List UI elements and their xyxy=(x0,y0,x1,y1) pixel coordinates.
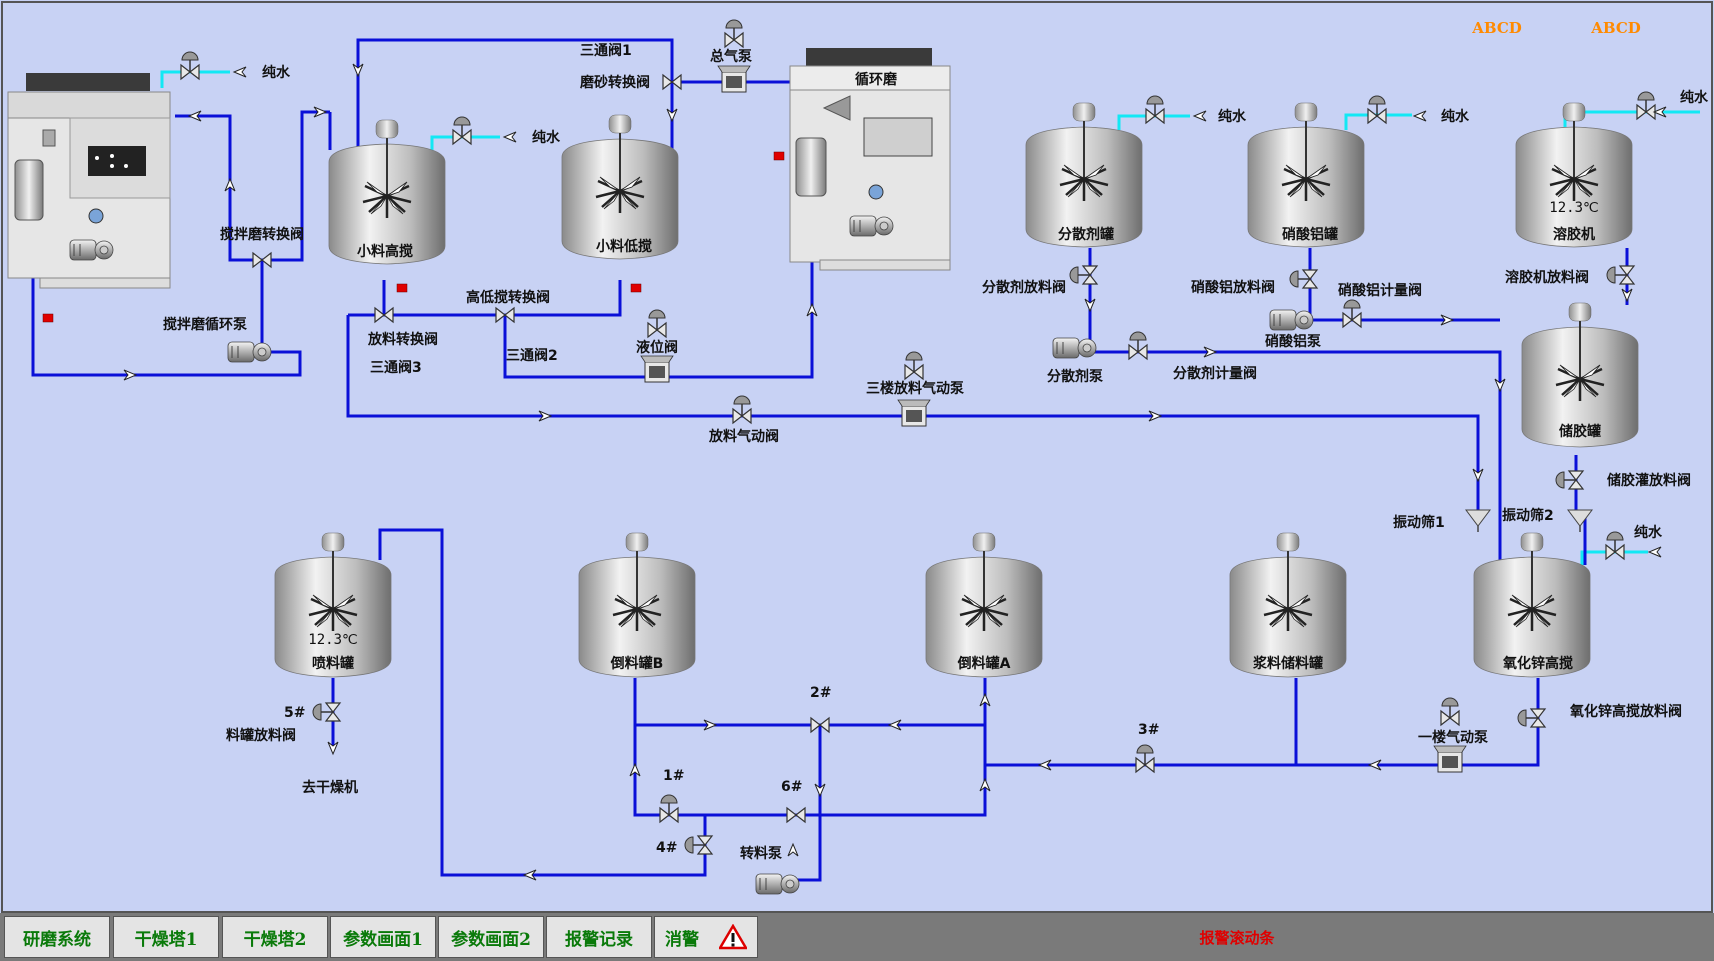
nav-dryer1-button[interactable]: 干燥塔1 xyxy=(113,916,219,958)
valve-1[interactable] xyxy=(659,794,679,823)
stirring-mill[interactable] xyxy=(7,73,171,323)
valve-disp-discharge[interactable] xyxy=(1069,265,1098,285)
nav-params1-button[interactable]: 参数画面1 xyxy=(330,916,436,958)
label-discharge-air-valve: 放料气动阀 xyxy=(708,428,779,445)
label-valve-2: 2# xyxy=(810,685,831,701)
tank-pour-b-label: 倒料罐B xyxy=(610,655,664,672)
circulation-mill[interactable]: 循环磨 xyxy=(773,48,951,271)
tank-small-high-label: 小料高搅 xyxy=(357,243,413,260)
label-valve-4: 4# xyxy=(656,840,677,856)
tank-spray-label: 喷料罐 xyxy=(312,655,354,672)
valve-zinc-discharge[interactable] xyxy=(1517,708,1546,728)
label-three-way-2: 三通阀2 xyxy=(506,347,558,364)
tank-zinc-label: 氧化锌高搅 xyxy=(1502,655,1573,672)
valve-3[interactable] xyxy=(1135,744,1155,773)
label-disp-meter: 分散剂计量阀 xyxy=(1173,365,1257,382)
nav-params2-button[interactable]: 参数画面2 xyxy=(438,916,544,958)
water-valve-zinc[interactable] xyxy=(1605,531,1625,560)
label-stir-mill-switch: 搅拌磨转换阀 xyxy=(220,226,304,243)
tank-gel[interactable] xyxy=(1514,101,1634,249)
valve-6[interactable] xyxy=(786,807,806,823)
tank-small-high[interactable] xyxy=(327,118,447,266)
water-valve-small-high[interactable] xyxy=(452,116,472,145)
screen-1[interactable] xyxy=(1465,509,1491,533)
alarm-scroll-bar: 报警滚动条 xyxy=(1199,928,1275,947)
label-to-dryer: 去干燥机 xyxy=(302,779,358,796)
label-first-floor-pump: 一楼气动泵 xyxy=(1418,729,1488,746)
label-storage-discharge: 储胶灌放料阀 xyxy=(1606,472,1691,489)
label-three-way-1: 三通阀1 xyxy=(580,42,632,59)
valve-al-discharge[interactable] xyxy=(1289,269,1318,289)
transfer-pump[interactable] xyxy=(755,873,800,895)
label-valve-5: 5# xyxy=(284,705,305,721)
tank-small-low-label: 小料低搅 xyxy=(596,238,652,255)
tank-aluminum-label: 硝酸铝罐 xyxy=(1282,226,1338,243)
discharge-air-valve[interactable] xyxy=(732,395,752,424)
water-valve-gel[interactable] xyxy=(1636,91,1656,120)
label-third-floor-pump: 三楼放料气动泵 xyxy=(866,380,964,397)
valve-4[interactable] xyxy=(684,835,713,855)
frame xyxy=(1,1,1713,913)
valve-disp-meter[interactable] xyxy=(1128,331,1148,360)
label-valve-3: 3# xyxy=(1138,722,1159,738)
label-main-pump: 总气泵 xyxy=(710,48,752,65)
label-valve-6: 6# xyxy=(781,779,802,795)
label-gel-discharge: 溶胶机放料阀 xyxy=(1505,269,1589,286)
valve-storage-discharge[interactable] xyxy=(1555,470,1584,490)
label-zinc-discharge: 氧化锌高搅放料阀 xyxy=(1569,703,1682,720)
label-disp-discharge: 分散剂放料阀 xyxy=(982,279,1066,296)
water-label-1: 纯水 xyxy=(262,64,291,81)
nav-alarm-log-button[interactable]: 报警记录 xyxy=(546,916,652,958)
nav-grinding-button[interactable]: 研磨系统 xyxy=(4,916,110,958)
water-label-5: 纯水 xyxy=(1680,89,1709,106)
label-disp-pump: 分散剂泵 xyxy=(1047,368,1103,385)
valve-al-meter[interactable] xyxy=(1342,299,1362,328)
tank-slurry-label: 浆料储料罐 xyxy=(1253,655,1323,672)
warning-icon xyxy=(719,924,747,950)
label-sand-switch: 磨砂转换阀 xyxy=(580,74,650,91)
water-label-2: 纯水 xyxy=(532,129,561,146)
valve-5[interactable] xyxy=(312,702,341,722)
disp-pump[interactable] xyxy=(1052,337,1097,359)
label-al-discharge: 硝酸铝放料阀 xyxy=(1191,279,1275,296)
label-stir-mill-pump: 搅拌磨循环泵 xyxy=(163,316,247,333)
water-valve-dispersant[interactable] xyxy=(1145,95,1165,124)
label-screen-2: 振动筛2 xyxy=(1502,507,1554,524)
label-al-meter: 硝酸铝计量阀 xyxy=(1338,282,1422,299)
spray-temperature: 12.3℃ xyxy=(308,632,357,648)
label-level-valve: 液位阀 xyxy=(636,339,678,356)
tank-gel-label: 溶胶机 xyxy=(1553,226,1595,243)
nav-silence-label: 消警 xyxy=(665,929,699,950)
gel-temperature: 12.3℃ xyxy=(1549,200,1598,216)
tank-small-low[interactable] xyxy=(560,113,680,261)
water-valve-mill[interactable] xyxy=(180,51,200,80)
label-transfer-pump: 转料泵 xyxy=(740,845,782,862)
water-valve-aluminum[interactable] xyxy=(1367,95,1387,124)
label-three-way-3: 三通阀3 xyxy=(370,359,422,376)
nav-silence-button[interactable]: 消警 xyxy=(654,916,758,958)
screen-2[interactable] xyxy=(1567,509,1593,533)
label-hilo-switch: 高低搅转换阀 xyxy=(466,289,550,306)
nav-dryer2-button[interactable]: 干燥塔2 xyxy=(222,916,328,958)
tank-pour-a-label: 倒料罐A xyxy=(957,655,1011,672)
tank-storage-gel-label: 储胶罐 xyxy=(1558,423,1601,440)
label-tank-discharge: 料罐放料阀 xyxy=(226,727,296,744)
water-label-3: 纯水 xyxy=(1218,108,1247,125)
tank-dispersant[interactable] xyxy=(1024,101,1144,249)
bottom-nav: 研磨系统 干燥塔1 干燥塔2 参数画面1 参数画面2 报警记录 消警 报警滚动条 xyxy=(0,913,1714,961)
label-discharge-switch: 放料转换阀 xyxy=(367,331,438,348)
water-label-4: 纯水 xyxy=(1441,108,1470,125)
label-al-pump: 硝酸铝泵 xyxy=(1265,333,1321,350)
label-valve-1: 1# xyxy=(663,768,684,784)
circulation-mill-label: 循环磨 xyxy=(855,71,898,88)
al-pump[interactable] xyxy=(1269,309,1314,331)
valve-gel-discharge[interactable] xyxy=(1606,265,1635,285)
label-screen-1: 振动筛1 xyxy=(1393,514,1445,531)
tank-dispersant-label: 分散剂罐 xyxy=(1058,226,1114,243)
abcd-right: ABCD xyxy=(1590,19,1641,37)
water-label-6: 纯水 xyxy=(1634,524,1663,541)
stir-mill-pump[interactable] xyxy=(227,341,272,363)
abcd-left: ABCD xyxy=(1471,19,1522,37)
